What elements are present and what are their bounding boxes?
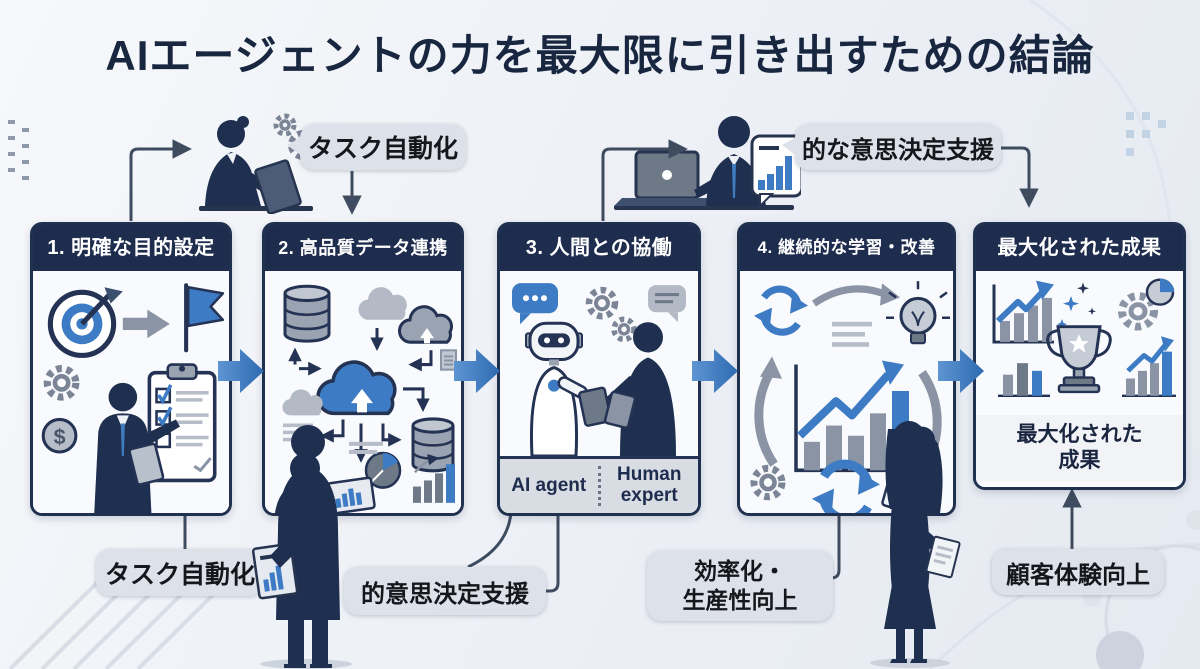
step-4-header: 4. 継続的な学習・改善 <box>740 225 953 271</box>
gear-pie-icon <box>1118 278 1175 331</box>
human-expert-label: Human expert <box>617 464 682 506</box>
gear-icon <box>585 286 637 343</box>
caption-line2: 成果 <box>1058 449 1101 472</box>
tablet-icon <box>254 159 302 214</box>
cloud-upload-blue-icon <box>316 360 397 416</box>
woman-at-tablet-figure <box>199 113 318 214</box>
target-icon <box>47 287 123 358</box>
step-card-2: 2. 高品質データ連携 <box>262 222 464 516</box>
step-5-caption: 最大化された 成果 <box>976 415 1183 481</box>
cloud-upload-icon <box>398 305 454 344</box>
database-icon <box>411 417 455 473</box>
step-1-illustration: $ <box>33 271 229 513</box>
tie-icon <box>732 164 736 198</box>
bar-chart-icon <box>1122 336 1176 397</box>
ai-agent-label: AI agent <box>511 474 587 496</box>
dollar-coin-icon: $ <box>41 417 78 454</box>
callout-efficiency: 効率化・ 生産性向上 <box>647 551 833 621</box>
businessman-silhouette <box>94 382 180 513</box>
callout-task-automation-top: タスク自動化 <box>287 124 466 170</box>
flow-arrow-4 <box>938 349 984 393</box>
gear-icon <box>43 365 80 401</box>
caption-line1: 最大化された <box>1016 422 1143 446</box>
step-3-header: 3. 人間との協働 <box>500 225 698 271</box>
callout-decision-support-top: 的な意思決定支援 <box>782 124 1001 170</box>
step-3-footer: AI agent Human expert <box>500 456 698 513</box>
step-5-illustration: 最大化された 成果 <box>976 271 1183 487</box>
step-card-3: 3. 人間との協働 <box>497 222 701 516</box>
bar-chart-icon <box>413 453 455 503</box>
pie-chart-icon <box>364 451 402 489</box>
step-card-1: 1. 明確な目的設定 <box>30 222 232 516</box>
flow-arrow-2 <box>454 349 500 393</box>
step-5-header: 最大化された成果 <box>976 225 1183 271</box>
robot-icon <box>525 321 612 456</box>
cloud-icon <box>282 389 323 416</box>
chat-bubble-icon <box>512 283 558 325</box>
trophy-icon <box>1046 325 1112 394</box>
callout-efficiency-line2: 生産性向上 <box>682 587 798 613</box>
callout-task-automation-bottom: タスク自動化 <box>96 549 264 596</box>
sparkle-icon <box>1057 282 1096 330</box>
man-at-laptop-figure <box>614 116 801 210</box>
database-icon <box>283 284 331 343</box>
step-card-5: 最大化された成果 <box>973 222 1186 490</box>
footer-divider <box>597 466 601 506</box>
callout-efficiency-line1: 効率化・ <box>694 558 786 585</box>
step-1-header: 1. 明確な目的設定 <box>33 225 229 271</box>
lightbulb-icon <box>886 281 950 345</box>
growth-chart-icon <box>992 280 1054 344</box>
bar-chart-icon <box>998 363 1050 397</box>
standing-woman-silhouette <box>870 421 961 668</box>
page-title: AIエージェントの力を最大限に引き出すための結論 <box>105 32 1095 79</box>
chat-bubble-gray-icon <box>648 285 686 323</box>
laptop-icon <box>614 150 718 206</box>
standing-man-silhouette <box>251 425 352 669</box>
svg-text:$: $ <box>54 425 66 449</box>
human-expert-silhouette <box>603 322 676 456</box>
step-2-header: 2. 高品質データ連携 <box>265 225 461 271</box>
document-icon <box>925 535 961 579</box>
dot-grid-left <box>8 120 29 180</box>
cycle-arrow-left-icon <box>754 370 778 467</box>
callout-customer-experience: 顧客体験向上 <box>992 549 1164 595</box>
document-icon <box>440 349 457 371</box>
arrow-right-icon <box>122 309 170 339</box>
cloud-icon <box>358 287 407 320</box>
curved-arrow-icon <box>812 285 890 307</box>
checklist-clipboard-icon <box>147 363 217 483</box>
flow-arrow-1 <box>218 349 264 393</box>
flow-arrow-3 <box>692 349 738 393</box>
step-3-illustration <box>500 271 698 456</box>
gear-icon <box>750 464 786 501</box>
dot-grid-right <box>1126 112 1166 156</box>
callout-decision-support-bottom: 的意思決定支援 <box>344 567 546 615</box>
flag-icon <box>184 283 225 353</box>
